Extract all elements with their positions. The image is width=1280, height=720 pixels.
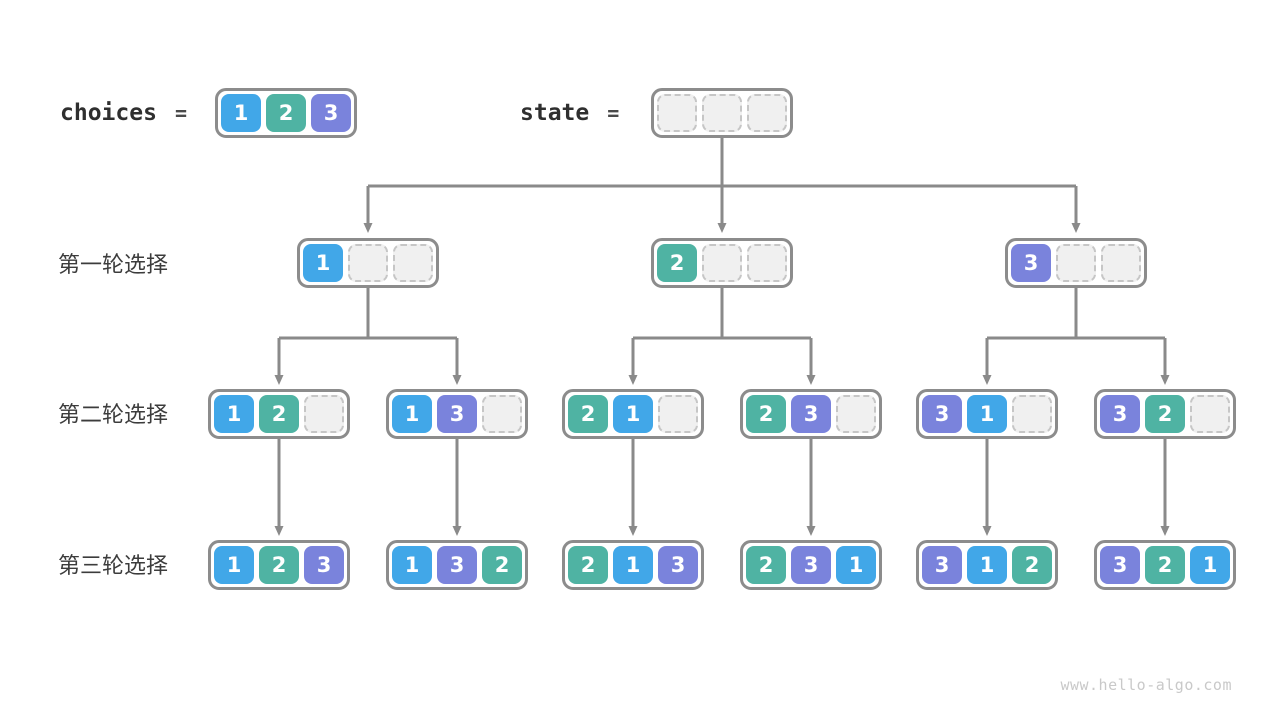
array-cell: 1 <box>214 395 254 433</box>
array-cell: 2 <box>657 244 697 282</box>
array-cell: 1 <box>214 546 254 584</box>
row-label: 第一轮选择 <box>58 252 169 277</box>
array-cell: 3 <box>1100 395 1140 433</box>
array-cell: 3 <box>791 395 831 433</box>
state-box-r1-3: 3 <box>1005 238 1147 288</box>
state-label: state <box>520 100 590 126</box>
array-cell: 1 <box>303 244 343 282</box>
array-cell: 3 <box>311 94 351 132</box>
array-cell: 3 <box>1011 244 1051 282</box>
array-cell-empty <box>657 94 697 132</box>
array-cell-empty <box>304 395 344 433</box>
array-cell: 2 <box>266 94 306 132</box>
array-cell: 2 <box>259 395 299 433</box>
choices-equals-sign: = <box>174 101 187 125</box>
state-header: state = <box>520 88 619 138</box>
array-cell-empty <box>393 244 433 282</box>
array-cell: 2 <box>746 546 786 584</box>
array-cell-empty <box>1101 244 1141 282</box>
array-cell-empty <box>482 395 522 433</box>
array-cell: 3 <box>437 395 477 433</box>
array-cell-empty <box>1012 395 1052 433</box>
array-cell: 3 <box>922 546 962 584</box>
array-cell-empty <box>658 395 698 433</box>
array-cell: 3 <box>1100 546 1140 584</box>
array-cell: 2 <box>568 395 608 433</box>
array-cell: 1 <box>392 546 432 584</box>
array-cell-empty <box>1056 244 1096 282</box>
state-box-r1-2: 2 <box>651 238 793 288</box>
choices-label: choices <box>60 100 157 126</box>
array-cell: 3 <box>437 546 477 584</box>
array-cell-empty <box>747 94 787 132</box>
array-cell: 1 <box>613 395 653 433</box>
state-box-state <box>651 88 793 138</box>
array-cell: 1 <box>836 546 876 584</box>
array-cell: 1 <box>613 546 653 584</box>
row-label: 第二轮选择 <box>58 402 169 427</box>
array-cell: 3 <box>791 546 831 584</box>
choices-header: choices = <box>60 88 187 138</box>
array-cell: 3 <box>922 395 962 433</box>
array-cell-empty <box>348 244 388 282</box>
array-cell: 1 <box>392 395 432 433</box>
array-cell: 1 <box>967 395 1007 433</box>
array-cell: 1 <box>1190 546 1230 584</box>
state-box-r1-1: 1 <box>297 238 439 288</box>
array-cell: 3 <box>658 546 698 584</box>
array-cell-empty <box>747 244 787 282</box>
array-cell: 2 <box>259 546 299 584</box>
array-cell-empty <box>836 395 876 433</box>
array-cell-empty <box>702 94 742 132</box>
state-equals-sign: = <box>607 101 620 125</box>
array-cell: 3 <box>304 546 344 584</box>
array-cell: 1 <box>221 94 261 132</box>
array-cell: 2 <box>482 546 522 584</box>
array-cell-empty <box>1190 395 1230 433</box>
array-cell: 2 <box>1145 395 1185 433</box>
array-cell: 2 <box>1145 546 1185 584</box>
array-cell: 2 <box>568 546 608 584</box>
array-cell: 2 <box>746 395 786 433</box>
array-cell: 1 <box>967 546 1007 584</box>
watermark: www.hello-algo.com <box>1060 676 1232 694</box>
array-cell: 2 <box>1012 546 1052 584</box>
array-cell-empty <box>702 244 742 282</box>
row-label: 第三轮选择 <box>58 553 169 578</box>
